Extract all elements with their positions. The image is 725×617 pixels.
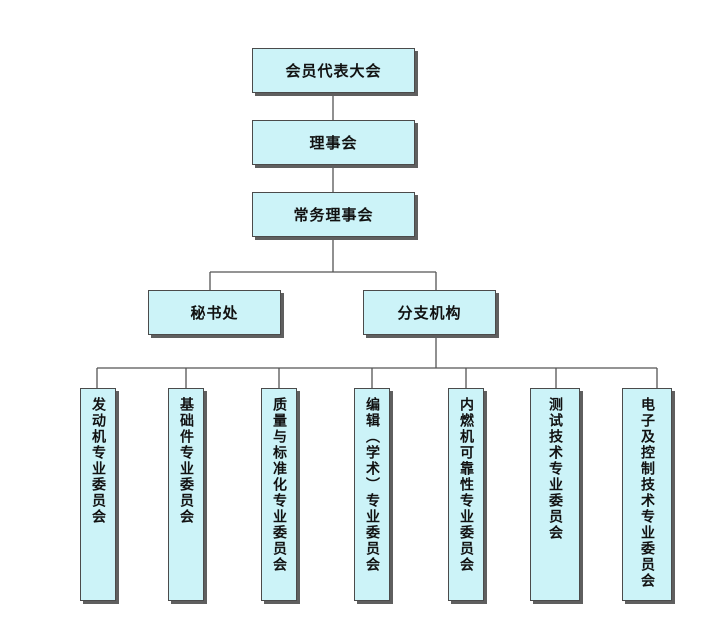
committee-editorial-label: 编辑（学术）专业委员会 <box>364 397 380 573</box>
committee-quality-standards-label: 质量与标准化专业委员会 <box>271 397 287 573</box>
committee-engine-label: 发动机专业委员会 <box>90 397 106 525</box>
committee-basic-parts: 基础件专业委员会 <box>168 388 204 601</box>
committee-basic-parts-label: 基础件专业委员会 <box>178 397 194 525</box>
node-branch-org-label: 分支机构 <box>397 304 462 322</box>
node-assembly-label: 会员代表大会 <box>285 62 382 80</box>
committee-testing-label: 测试技术专业委员会 <box>547 397 563 541</box>
committee-reliability-label: 内燃机可靠性专业委员会 <box>458 397 474 573</box>
node-secretariat-label: 秘书处 <box>190 304 239 322</box>
committee-quality-standards: 质量与标准化专业委员会 <box>261 388 297 601</box>
committee-electronics-control: 电子及控制技术专业委员会 <box>622 388 672 601</box>
node-council-label: 理事会 <box>309 134 358 152</box>
node-standing-council: 常务理事会 <box>252 192 415 237</box>
committee-electronics-control-label: 电子及控制技术专业委员会 <box>639 397 655 589</box>
node-secretariat: 秘书处 <box>148 290 281 335</box>
node-branch-org: 分支机构 <box>363 290 496 335</box>
committee-reliability: 内燃机可靠性专业委员会 <box>448 388 484 601</box>
node-assembly: 会员代表大会 <box>252 48 415 93</box>
committee-testing: 测试技术专业委员会 <box>530 388 580 601</box>
node-council: 理事会 <box>252 120 415 165</box>
committee-engine: 发动机专业委员会 <box>80 388 116 601</box>
node-standing-council-label: 常务理事会 <box>293 206 374 224</box>
committee-editorial: 编辑（学术）专业委员会 <box>354 388 390 601</box>
